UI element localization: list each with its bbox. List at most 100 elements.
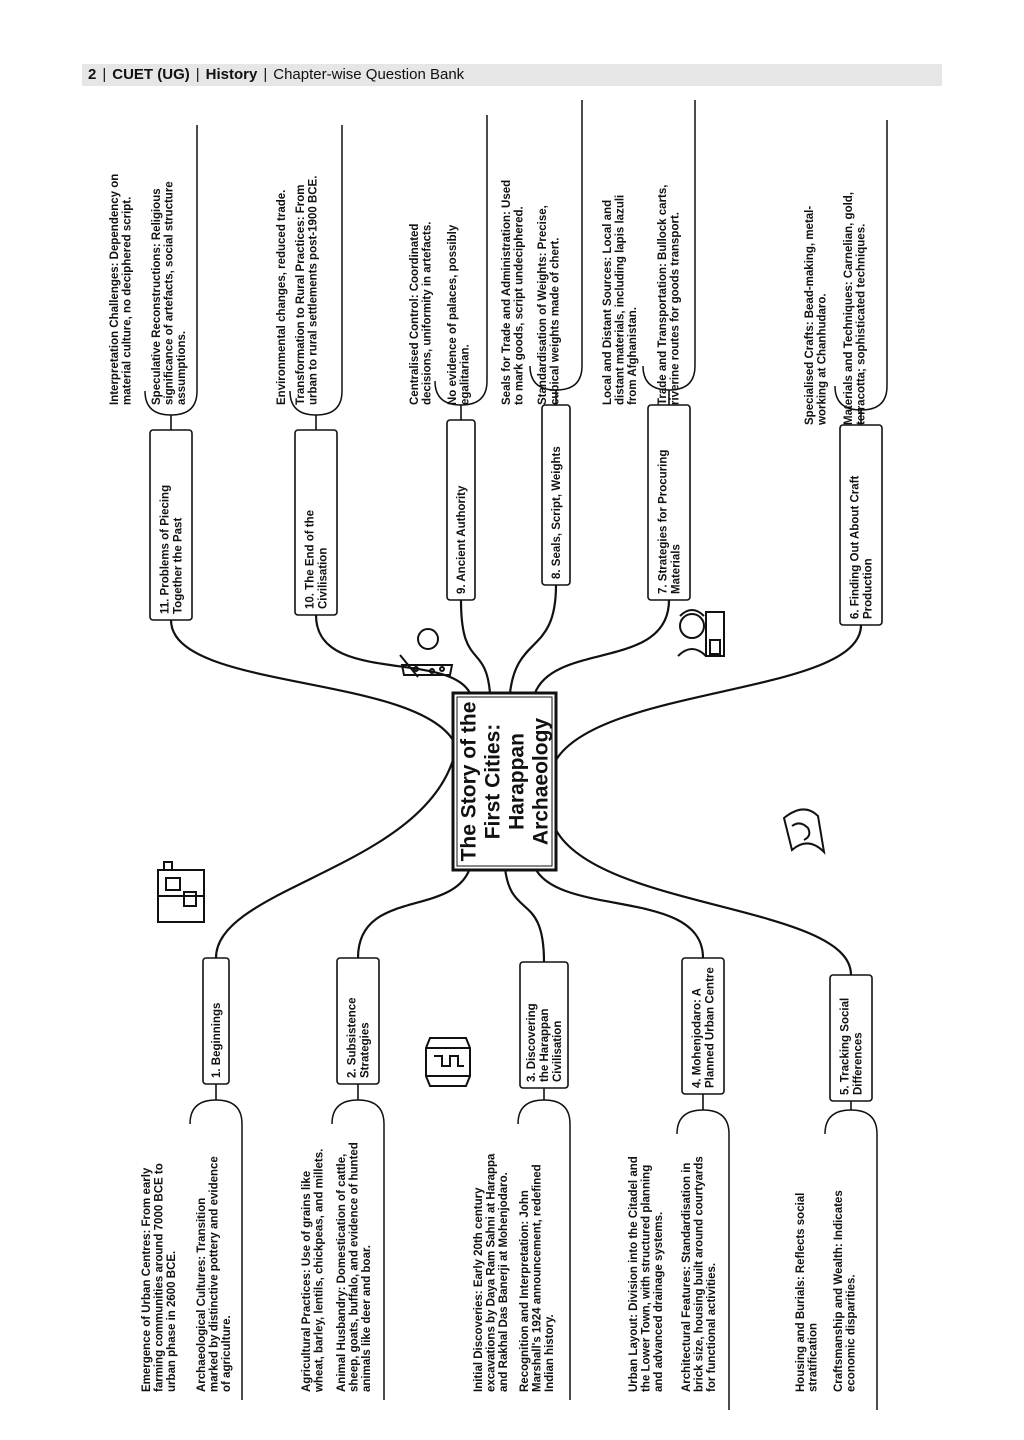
note-brace bbox=[289, 125, 343, 416]
branch-note-line: Trade and Transportation: Bullock carts, bbox=[657, 185, 669, 405]
branch-note-line: and Rakhal Das Banerji at Mohenjodaro. bbox=[498, 1172, 510, 1392]
branch-node-label-line: 7. Strategies for Procuring bbox=[658, 450, 670, 594]
branch-4: 4. Mohenjodaro: APlanned Urban CentreUrb… bbox=[628, 957, 730, 1410]
branch-note-line: Standardisation of Weights: Precise, bbox=[537, 205, 549, 405]
branch-connector bbox=[314, 614, 471, 694]
branch-note-line: Seals for Trade and Administration: Used bbox=[501, 180, 513, 405]
branch-note: Architectural Features: Standardisation … bbox=[681, 1156, 718, 1392]
branch-node-label-line: Together the Past bbox=[173, 518, 185, 614]
branch-note: Interpretation Challenges: Dependency on… bbox=[109, 174, 134, 405]
note-brace bbox=[331, 1099, 385, 1400]
branch-note: Urban Layout: Division into the Citadel … bbox=[628, 1156, 665, 1392]
branch-node-label-line: 1. Beginnings bbox=[211, 1003, 223, 1078]
branch-note-line: Materials and Techniques: Carnelian, gol… bbox=[843, 192, 855, 425]
branch-note-line: Transformation to Rural Practices: From bbox=[295, 185, 307, 405]
branch-node-label: 8. Seals, Script, Weights bbox=[551, 446, 563, 579]
branch-node-label-line: Production bbox=[863, 558, 875, 619]
branch-node-label-line: Differences bbox=[853, 1032, 865, 1095]
branch-note-line: to mark goods, script undeciphered. bbox=[514, 206, 526, 405]
branch-note-line: working at Chanhudaro. bbox=[817, 293, 829, 426]
branch-note-line: of agriculture. bbox=[221, 1315, 233, 1392]
branch-note-line: farming communities around 7000 BCE to bbox=[154, 1163, 166, 1392]
branch-node-label-line: 2. Subsistence bbox=[347, 997, 359, 1078]
page-number: 2 bbox=[88, 66, 97, 83]
branch-note-line: Craftsmanship and Wealth: Indicates bbox=[833, 1190, 845, 1392]
exam-name: CUET (UG) bbox=[112, 66, 190, 83]
branch-note-line: Specialised Crafts: Bead-making, metal- bbox=[804, 206, 816, 425]
branch-note-line: Emergence of Urban Centres: From early bbox=[141, 1167, 153, 1392]
note-brace bbox=[824, 1109, 878, 1410]
branch-node-label: 1. Beginnings bbox=[211, 1003, 223, 1078]
branch-node-label: 11. Problems of PiecingTogether the Past bbox=[160, 485, 185, 614]
branch-note-line: stratification bbox=[808, 1323, 820, 1392]
branch-note-line: urban to rural settlements post-1900 BCE… bbox=[308, 176, 320, 405]
branch-note-line: Interpretation Challenges: Dependency on bbox=[109, 174, 121, 405]
note-brace bbox=[642, 100, 696, 391]
note-brace bbox=[144, 125, 198, 416]
ruins-icon bbox=[157, 861, 205, 923]
branch-node-label-line: 11. Problems of Piecing bbox=[160, 485, 172, 614]
branch-note: Centralised Control: Coordinateddecision… bbox=[409, 222, 434, 405]
branch-node-label-line: 6. Finding Out About Craft bbox=[850, 476, 862, 619]
branch-note-line: Urban Layout: Division into the Citadel … bbox=[628, 1156, 640, 1392]
branch-note-line: Local and Distant Sources: Local and bbox=[602, 200, 614, 405]
branch-note-line: egalitarian. bbox=[460, 344, 472, 405]
branch-note-line: Centralised Control: Coordinated bbox=[409, 224, 421, 405]
branch-note: Emergence of Urban Centres: From earlyfa… bbox=[141, 1163, 178, 1392]
branch-connector bbox=[459, 599, 492, 694]
branch-9: 9. Ancient Authority Centralised Control:… bbox=[409, 115, 488, 601]
branch-note-line: Marshall's 1924 announcement, redefined bbox=[532, 1164, 544, 1392]
branch-node-label: 4. Mohenjodaro: APlanned Urban Centre bbox=[692, 967, 717, 1088]
connector-lines bbox=[169, 584, 863, 976]
branch-node-label: 9. Ancient Authority bbox=[456, 485, 468, 594]
branch-note: Craftsmanship and Wealth: Indicatesecono… bbox=[833, 1190, 858, 1392]
book-title: Chapter-wise Question Bank bbox=[273, 66, 465, 83]
branch-note-line: Architectural Features: Standardisation … bbox=[681, 1163, 693, 1392]
note-brace bbox=[529, 100, 583, 391]
branch-note-line: Housing and Burials: Reflects social bbox=[795, 1193, 807, 1392]
branch-note: Archaeological Cultures: Transitionmarke… bbox=[196, 1156, 233, 1392]
branch-note-line: material culture, no deciphered script. bbox=[122, 197, 134, 405]
branch-node-label-line: Materials bbox=[671, 544, 683, 594]
branch-note-line: excavations by Daya Ram Sahni at Harappa bbox=[486, 1153, 498, 1392]
branch-node-label: 10. The End of theCivilisation bbox=[305, 510, 330, 609]
branch-connector bbox=[356, 867, 472, 959]
branch-note-line: animals like deer and boar. bbox=[361, 1245, 373, 1392]
branch-note: Housing and Burials: Reflects socialstra… bbox=[795, 1193, 820, 1392]
branch-6: 6. Finding Out About CraftProduction Spec… bbox=[804, 120, 888, 626]
branch-note-line: brick size, housing built around courtya… bbox=[694, 1156, 706, 1392]
branch-note-line: Environmental changes, reduced trade. bbox=[276, 190, 288, 405]
branch-note-line: Initial Discoveries: Early 20th century bbox=[473, 1187, 485, 1392]
central-topic-line: Archaeology bbox=[530, 718, 553, 846]
branch-node-label-line: 5. Tracking Social bbox=[840, 998, 852, 1095]
branch-note-line: significance of artefacts, social struct… bbox=[164, 181, 176, 405]
branch-8: 8. Seals, Script, Weights Seals for Trade… bbox=[501, 100, 583, 586]
branch-note-line: cubical weights made of chert. bbox=[550, 238, 562, 405]
branch-connector bbox=[503, 867, 546, 963]
central-topic-line: The Story of the bbox=[458, 702, 481, 862]
branch-node-label: 2. SubsistenceStrategies bbox=[347, 997, 372, 1078]
branch-note: Trade and Transportation: Bullock carts,… bbox=[657, 185, 682, 405]
branch-note: Materials and Techniques: Carnelian, gol… bbox=[843, 192, 868, 425]
branch-note-line: for functional activities. bbox=[706, 1263, 718, 1392]
pottery-icon bbox=[425, 1037, 471, 1087]
branch-note-line: distant materials, including lapis lazul… bbox=[615, 195, 627, 405]
branch-note: Animal Husbandry: Domestication of cattl… bbox=[336, 1142, 373, 1392]
branch-note-line: from Afghanistan. bbox=[627, 307, 639, 405]
page-header: 2|CUET (UG)|History|Chapter-wise Questio… bbox=[82, 64, 942, 86]
central-topic-title: The Story of theFirst Cities:HarappanArc… bbox=[458, 702, 553, 862]
note-brace bbox=[676, 1109, 730, 1410]
branch-connector bbox=[533, 599, 671, 694]
central-topic-line: Harappan bbox=[506, 733, 529, 830]
branch-note-line: the Lower Town, with structured planning bbox=[641, 1165, 653, 1392]
branch-note-line: wheat, barley, lentils, chickpeas, and m… bbox=[314, 1149, 326, 1393]
branch-note: Recognition and Interpretation: JohnMars… bbox=[519, 1164, 556, 1392]
branch-node-label-line: 3. Discovering bbox=[526, 1003, 538, 1082]
branch-note: Specialised Crafts: Bead-making, metal-w… bbox=[804, 206, 829, 426]
river-icon bbox=[782, 808, 826, 855]
branch-connector bbox=[169, 619, 454, 741]
branch-connector bbox=[555, 624, 863, 761]
branch-node-label-line: 10. The End of the bbox=[305, 510, 317, 609]
